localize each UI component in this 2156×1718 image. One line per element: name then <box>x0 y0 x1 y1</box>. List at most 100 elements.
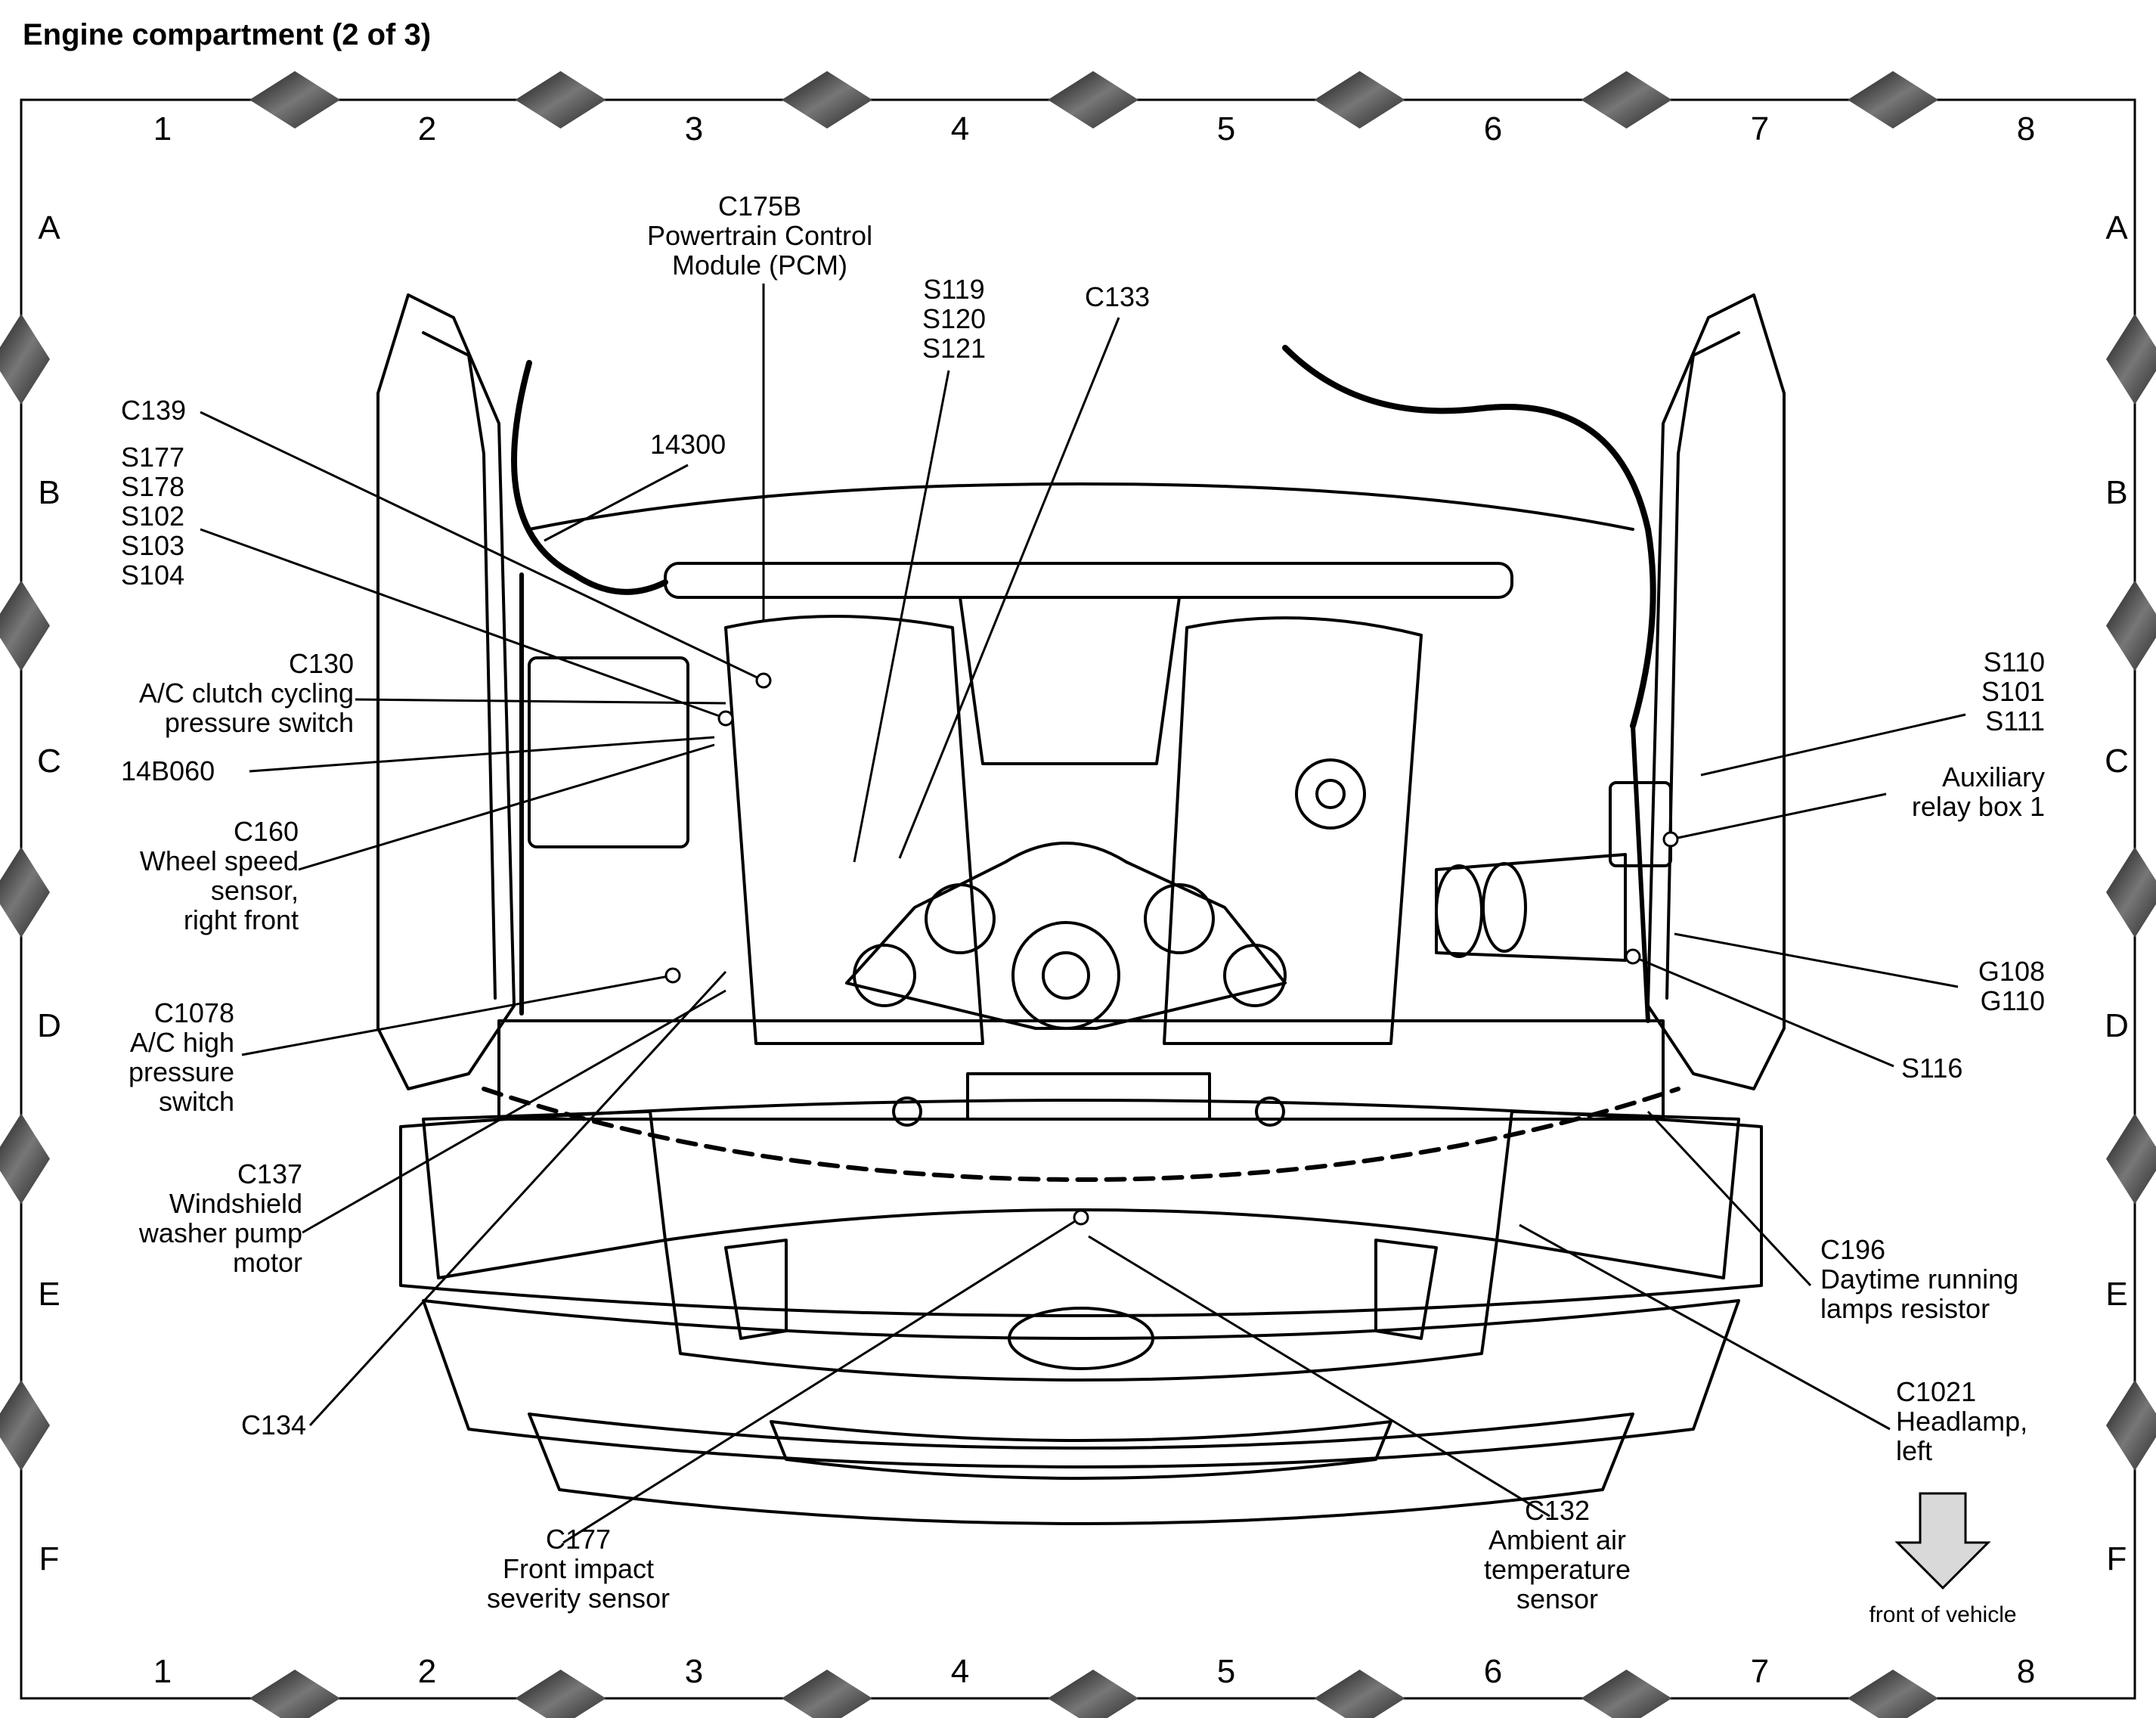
callout-c137-line: motor <box>233 1247 302 1278</box>
callout-n14300-line: 14300 <box>650 429 726 460</box>
zone-divider-diamond <box>249 1670 340 1718</box>
grid-column-label-bottom: 8 <box>2017 1653 2035 1690</box>
zone-divider-diamond <box>1848 1670 1938 1718</box>
zone-divider-diamond <box>0 1113 50 1205</box>
grid-row-label-right: A <box>2105 209 2128 247</box>
zone-divider-diamond <box>2106 1380 2156 1471</box>
callout-c132-line: Ambient air <box>1488 1524 1626 1555</box>
grid-row-label-left: E <box>38 1276 60 1313</box>
zone-divider-diamond <box>2106 847 2156 938</box>
zone-divider-diamond <box>1581 71 1672 129</box>
zone-divider-diamond <box>782 71 872 129</box>
grid-row-label-right: D <box>2105 1007 2129 1044</box>
callout-s177-line: S103 <box>121 530 184 561</box>
battery <box>528 656 689 848</box>
grid-column-label-top: 5 <box>1217 110 1235 147</box>
callout-c130-line: C130 <box>289 648 354 679</box>
front-bumper <box>399 1099 1763 1317</box>
zone-divider-diamond <box>515 71 606 129</box>
callout-g108-line: G108 <box>1978 956 2045 987</box>
grid-column-label-top: 7 <box>1751 110 1769 147</box>
front-of-vehicle-label: front of vehicle <box>1869 1602 2016 1627</box>
callout-c175b-line: C175B <box>718 191 801 222</box>
crank-pulley <box>1011 921 1120 1030</box>
callout-c134-line: C134 <box>241 1409 306 1440</box>
zone-divider-diamond <box>0 314 50 405</box>
callout-s110-line: S101 <box>1981 676 2045 707</box>
zone-divider-diamond <box>249 71 340 129</box>
callout-c196-line: Daytime running <box>1820 1264 2018 1295</box>
callout-c196-line: C196 <box>1820 1234 1885 1265</box>
right-fender <box>1646 293 1786 1090</box>
callout-c177-line: C177 <box>546 1524 611 1555</box>
page-title: Engine compartment (2 of 3) <box>23 18 432 51</box>
callout-c160-line: Wheel speed <box>140 845 299 876</box>
callout-s177-line: S102 <box>121 501 184 532</box>
grid-column-label-bottom: 1 <box>153 1653 172 1690</box>
callout-c1078-line: C1078 <box>154 997 234 1028</box>
auxiliary-relay-box-1 <box>1609 781 1672 867</box>
grid-column-label-bottom: 3 <box>685 1653 703 1690</box>
grid-column-label-bottom: 2 <box>418 1653 436 1690</box>
grid-column-label-top: 1 <box>153 110 172 147</box>
grid-row-label-right: B <box>2105 474 2127 511</box>
callout-c1021-line: left <box>1896 1435 1932 1466</box>
grid-row-label-left: A <box>38 209 60 247</box>
grid-column-label-top: 2 <box>418 110 436 147</box>
grid-column-label-bottom: 6 <box>1484 1653 1502 1690</box>
callout-c139-line: C139 <box>121 395 186 426</box>
zone-divider-diamond <box>0 1380 50 1471</box>
callout-c133-line: C133 <box>1085 281 1150 312</box>
callout-c160-line: right front <box>184 904 299 935</box>
callout-c160-line: sensor, <box>211 875 299 906</box>
callout-g108-line: G110 <box>1981 985 2045 1016</box>
callout-c196-line: lamps resistor <box>1820 1293 1990 1324</box>
grid-column-label-top: 4 <box>951 110 969 147</box>
callout-aux-line: relay box 1 <box>1912 791 2045 822</box>
callout-c175b-line: Module (PCM) <box>672 250 847 281</box>
zone-divider-diamond <box>1314 1670 1405 1718</box>
callout-c1021-line: Headlamp, <box>1896 1406 2027 1437</box>
callout-c132-line: sensor <box>1516 1583 1598 1614</box>
callout-c1078-line: pressure <box>129 1056 234 1087</box>
zone-divider-diamond <box>2106 314 2156 405</box>
front-of-vehicle-indicator: front of vehicle <box>1869 1492 2017 1627</box>
callout-c175b-line: Powertrain Control <box>647 220 872 251</box>
callout-c1021-line: C1021 <box>1896 1376 1976 1407</box>
zone-divider-diamond <box>1581 1670 1672 1718</box>
grid-row-label-left: D <box>37 1007 61 1044</box>
zone-divider-diamond <box>515 1670 606 1718</box>
grid-row-label-right: F <box>2107 1540 2127 1577</box>
callout-c137-line: C137 <box>237 1158 302 1189</box>
callout-leader-lines <box>200 284 1966 1544</box>
callout-s177-line: S104 <box>121 560 184 591</box>
grid-column-label-top: 3 <box>685 110 703 147</box>
grid-column-label-bottom: 4 <box>951 1653 969 1690</box>
zone-divider-diamond <box>1314 71 1405 129</box>
grid-column-label-top: 8 <box>2017 110 2035 147</box>
air-intake-duct <box>1435 853 1627 962</box>
zone-divider-diamond <box>1848 71 1938 129</box>
intake-plenum <box>959 596 1181 765</box>
diagram-frame <box>20 98 2136 1700</box>
zone-divider-diamond <box>782 1670 872 1718</box>
zone-divider-diamond <box>1048 1670 1138 1718</box>
grid-row-label-right: E <box>2105 1276 2127 1313</box>
callout-c130-line: pressure switch <box>165 707 354 738</box>
callout-s177-line: S177 <box>121 442 184 473</box>
grid-row-label-left: C <box>37 743 61 780</box>
left-fender <box>376 293 516 1090</box>
callout-c1078-line: A/C high <box>130 1027 234 1058</box>
callout-n14b060-line: 14B060 <box>121 755 215 786</box>
callout-s116-line: S116 <box>1901 1053 1962 1084</box>
zone-divider-diamond <box>0 847 50 938</box>
cowl-bar <box>664 562 1513 599</box>
grid-row-label-left: F <box>39 1540 60 1577</box>
zone-divider-diamond <box>2106 1113 2156 1205</box>
callout-c130-line: A/C clutch cycling <box>139 678 354 709</box>
down-arrow-icon <box>1894 1492 1991 1590</box>
grid-zone-markers <box>0 71 2156 1718</box>
